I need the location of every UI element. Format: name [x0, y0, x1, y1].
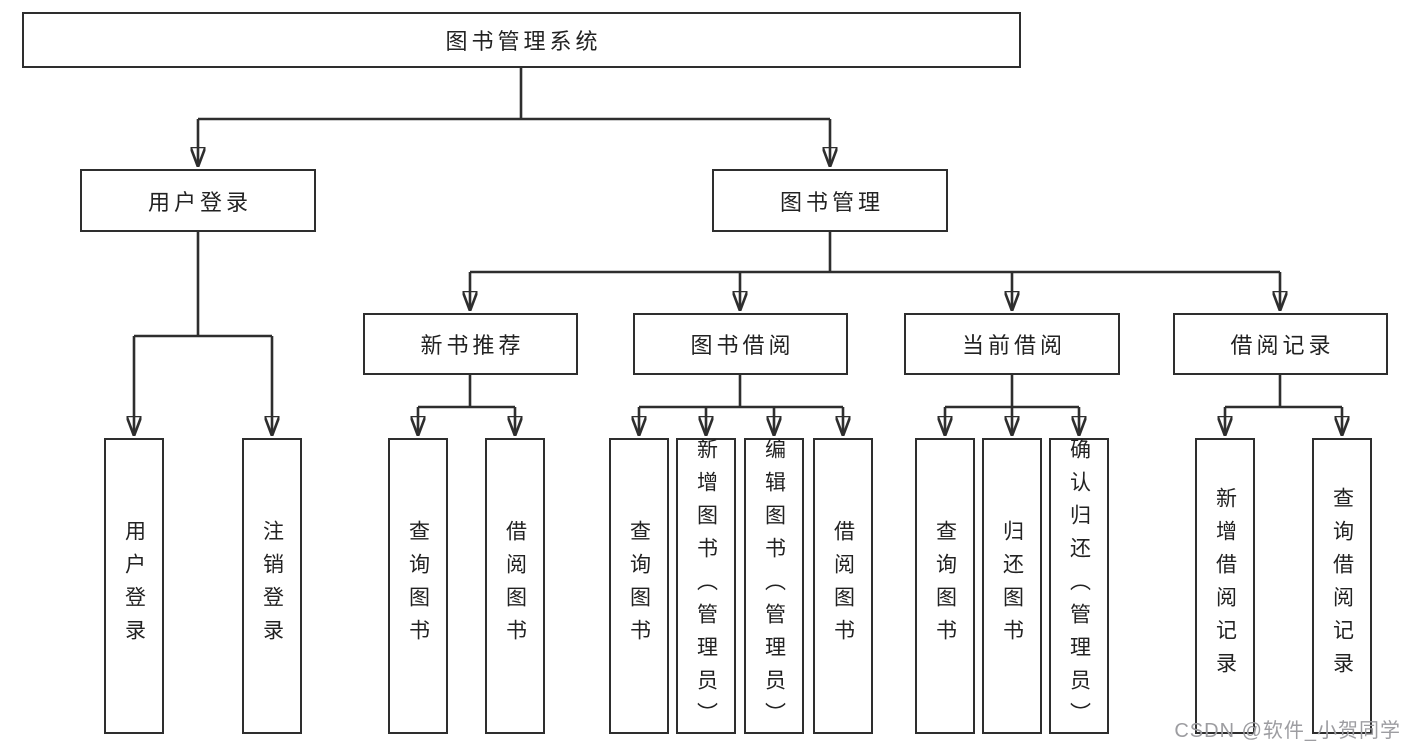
- leaf-current-borrow-query-label: 查询图书: [933, 520, 957, 652]
- leaf-book-borrow-add: 新增图书（管理员）: [676, 437, 736, 735]
- leaf-current-borrow-return: 归还图书: [982, 438, 1042, 734]
- leaf-book-borrow-query-label: 查询图书: [627, 520, 651, 652]
- leaf-new-books-query: 查询图书: [388, 438, 448, 734]
- connector-user-login-to-leaves: [134, 232, 272, 435]
- leaf-new-books-borrow: 借阅图书: [485, 438, 545, 734]
- leaf-new-books-query-label: 查询图书: [406, 520, 430, 652]
- node-new-books-label: 新书推荐: [420, 333, 525, 358]
- leaf-current-borrow-confirm: 确认归还（管理员）: [1049, 437, 1109, 735]
- leaf-user-login-label: 用户登录: [122, 520, 146, 652]
- connector-root-to-level2: [198, 68, 830, 166]
- leaf-book-borrow-edit: 编辑图书（管理员）: [744, 437, 804, 735]
- leaf-borrow-records-query: 查询借阅记录: [1312, 438, 1372, 734]
- leaf-current-borrow-return-label: 归还图书: [1000, 520, 1024, 652]
- connector-book-borrow-to-leaves: [639, 375, 843, 435]
- connector-borrow-records-to-leaves: [1225, 375, 1342, 435]
- node-borrow-records: 借阅记录: [1173, 313, 1388, 375]
- leaf-new-books-borrow-label: 借阅图书: [503, 520, 527, 652]
- node-borrow-records-label: 借阅记录: [1230, 333, 1335, 358]
- leaf-current-borrow-confirm-label: 确认归还（管理员）: [1067, 437, 1091, 735]
- node-root: 图书管理系统: [22, 12, 1021, 68]
- node-root-label: 图书管理系统: [445, 29, 602, 54]
- connector-book-mgmt-to-level3: [470, 232, 1280, 310]
- leaf-borrow-records-query-label: 查询借阅记录: [1330, 487, 1354, 685]
- leaf-book-borrow-edit-label: 编辑图书（管理员）: [762, 437, 786, 735]
- node-new-books: 新书推荐: [363, 313, 578, 375]
- leaf-book-borrow-borrow: 借阅图书: [813, 438, 873, 734]
- leaf-book-borrow-add-label: 新增图书（管理员）: [694, 437, 718, 735]
- leaf-borrow-records-add: 新增借阅记录: [1195, 438, 1255, 734]
- leaf-user-login: 用户登录: [104, 438, 164, 734]
- node-current-borrow: 当前借阅: [904, 313, 1120, 375]
- leaf-logout-label: 注销登录: [260, 520, 284, 652]
- node-user-login: 用户登录: [80, 169, 316, 232]
- node-book-mgmt-label: 图书管理: [779, 189, 884, 215]
- leaf-book-borrow-borrow-label: 借阅图书: [831, 520, 855, 652]
- node-book-borrow-label: 图书借阅: [690, 333, 795, 358]
- node-user-login-label: 用户登录: [147, 189, 252, 215]
- node-book-mgmt: 图书管理: [712, 169, 948, 232]
- leaf-borrow-records-add-label: 新增借阅记录: [1213, 487, 1237, 685]
- leaf-current-borrow-query: 查询图书: [915, 438, 975, 734]
- leaf-book-borrow-query: 查询图书: [609, 438, 669, 734]
- leaf-logout: 注销登录: [242, 438, 302, 734]
- connector-new-books-to-leaves: [418, 375, 515, 435]
- node-book-borrow: 图书借阅: [633, 313, 848, 375]
- connector-current-borrow-to-leaves: [945, 375, 1079, 435]
- csdn-watermark: CSDN @软件_小贺同学: [1174, 720, 1401, 742]
- node-current-borrow-label: 当前借阅: [961, 333, 1066, 358]
